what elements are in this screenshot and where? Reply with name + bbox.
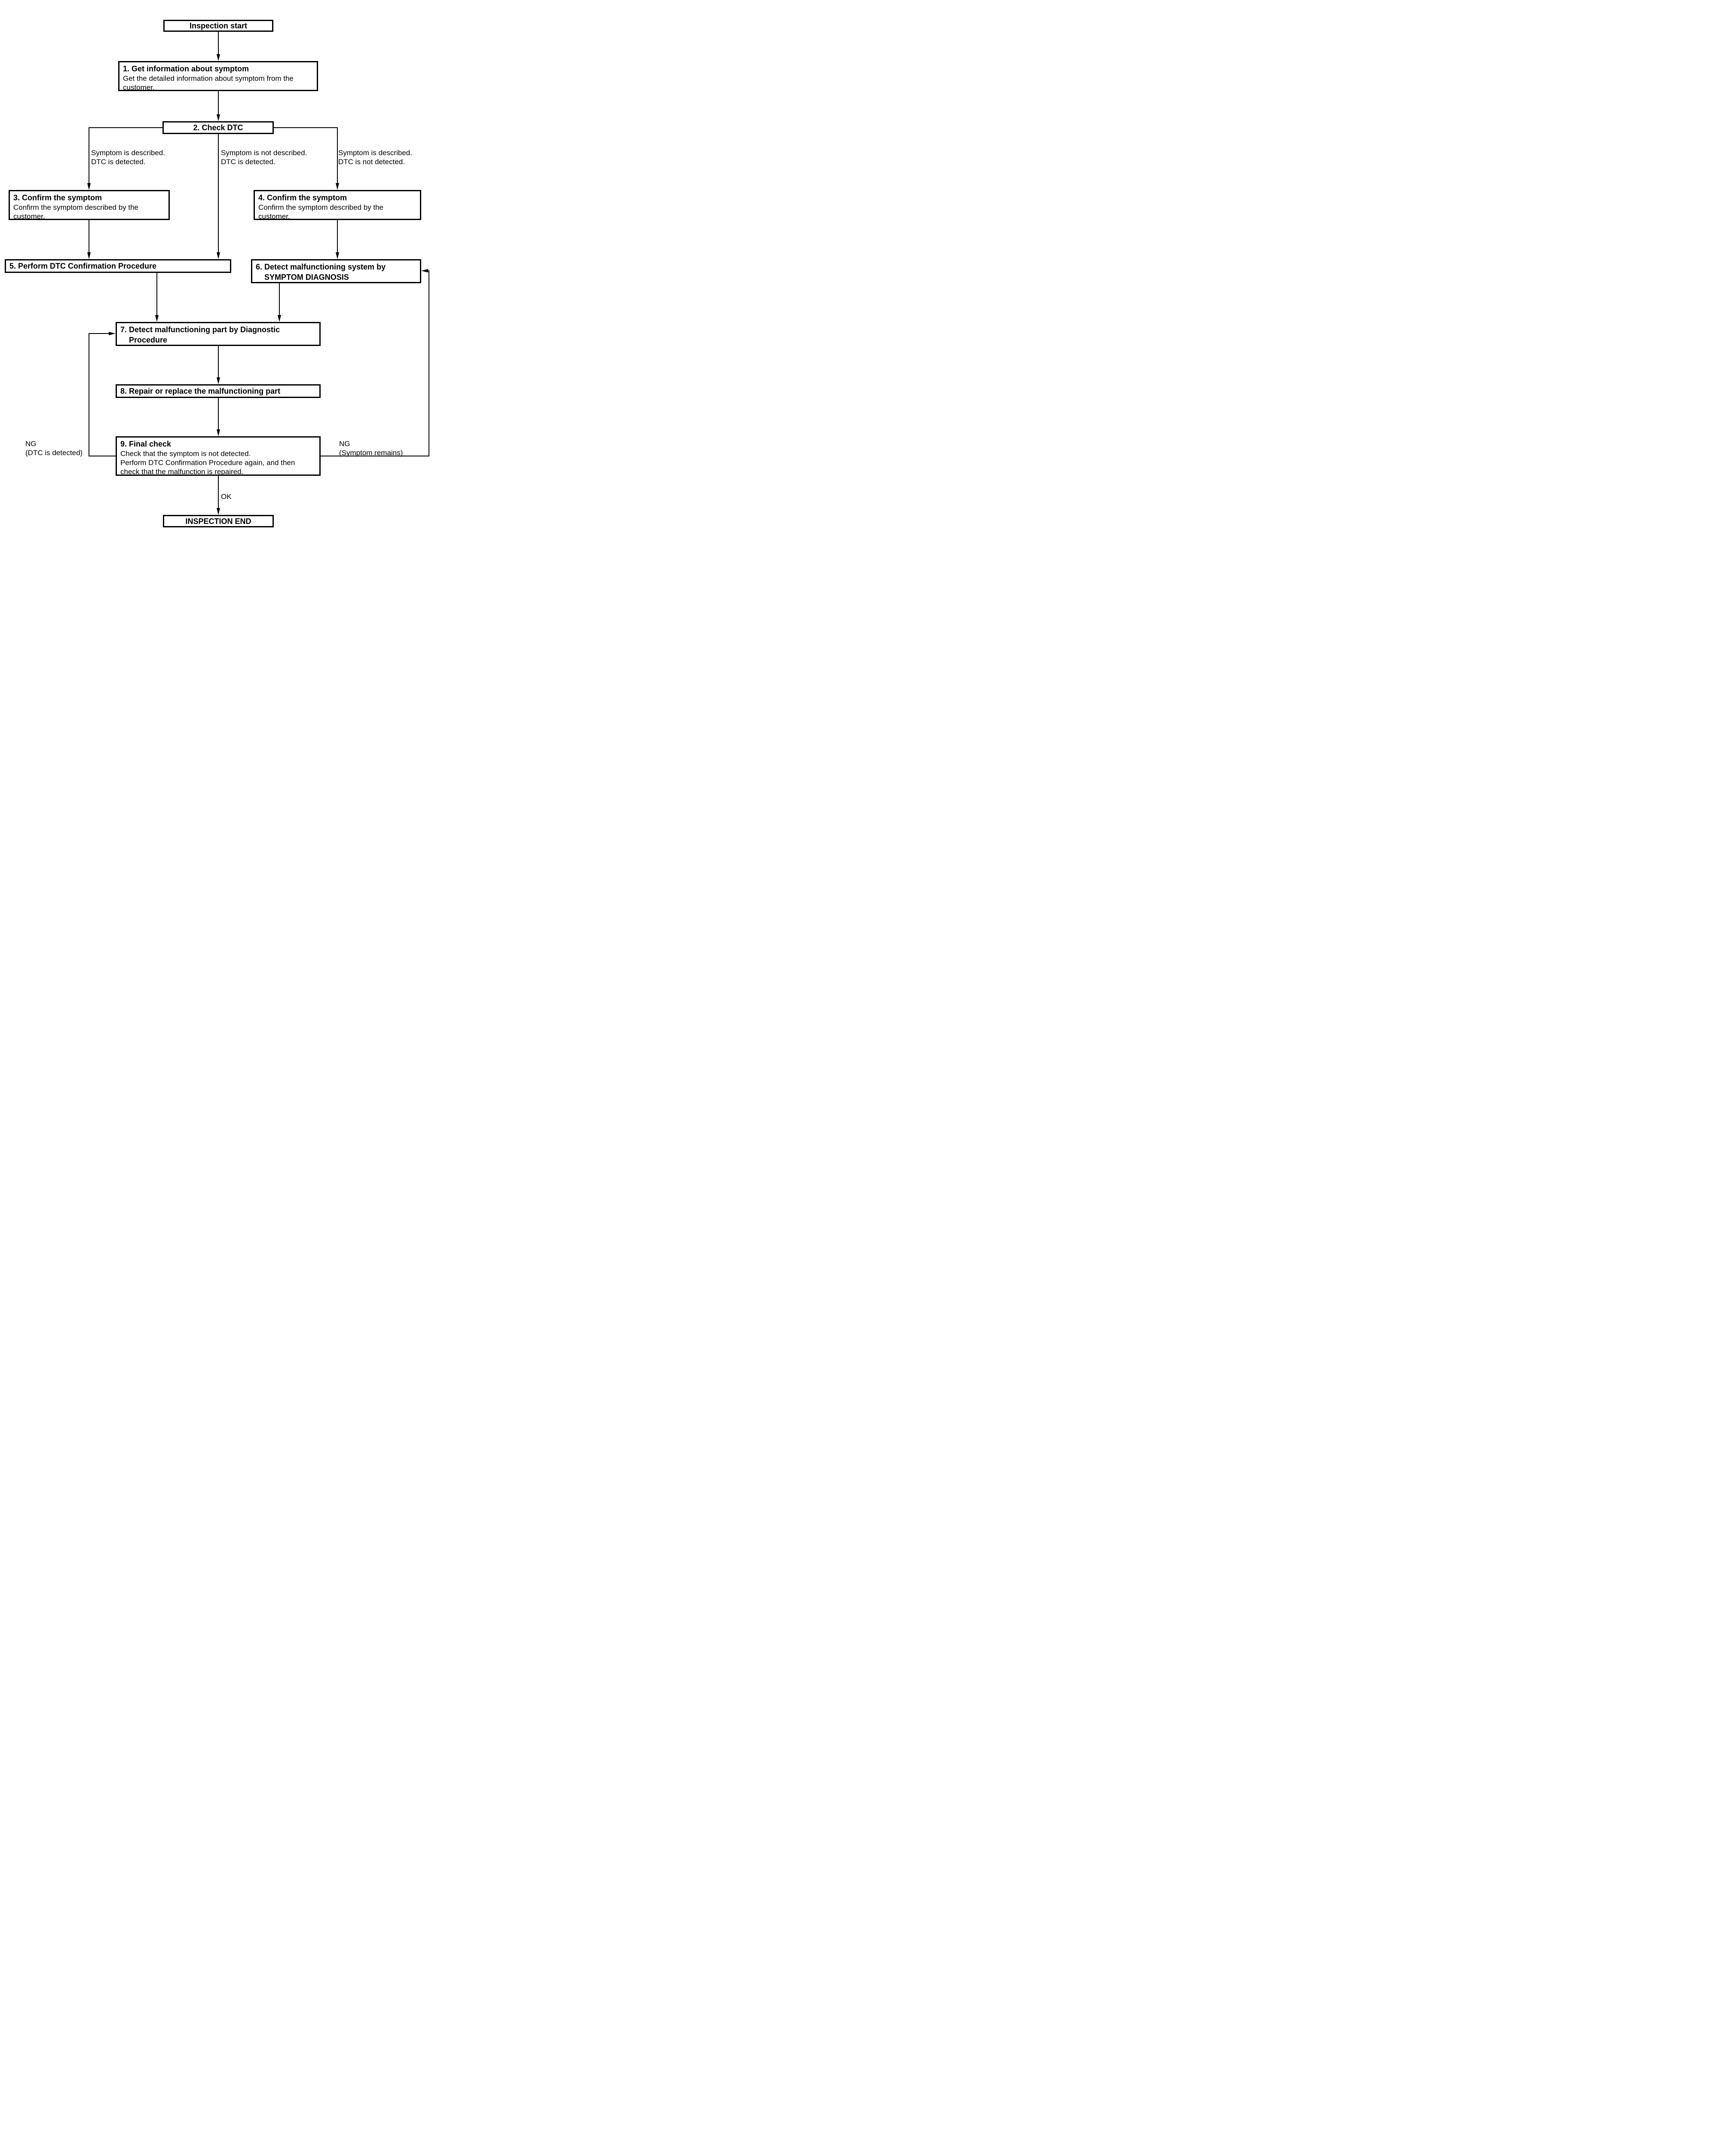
flowchart-canvas: Inspection start 1. Get information abou… xyxy=(0,0,434,588)
node-step-4-title: 4. Confirm the symptom xyxy=(258,193,347,202)
edge-step1-to-step2-arrowhead xyxy=(217,114,220,121)
branch-label-middle: Symptom is not described. DTC is detecte… xyxy=(221,149,307,166)
edge-step6-to-step7-arrowhead xyxy=(278,315,281,322)
ng-label-right: NG (Symptom remains) xyxy=(339,440,403,457)
edge-ng-left-hline-top xyxy=(89,333,110,334)
edge-step5-to-step7-arrowhead xyxy=(155,315,159,322)
edge-step9-to-end-line xyxy=(218,476,219,509)
node-step-3: 3. Confirm the symptom Confirm the sympt… xyxy=(9,190,170,220)
node-step-7: 7. Detect malfunctioning part by Diagnos… xyxy=(116,322,321,346)
edge-ng-left-arrowhead xyxy=(109,332,116,335)
node-step-1: 1. Get information about symptom Get the… xyxy=(118,61,318,92)
node-inspection-start: Inspection start xyxy=(163,20,273,32)
branch-label-left: Symptom is described. DTC is detected. xyxy=(91,149,165,166)
node-step-7-title: 7. Detect malfunctioning part by Diagnos… xyxy=(120,325,280,344)
edge-step2-to-step4-hline xyxy=(274,127,338,128)
node-inspection-end: INSPECTION END xyxy=(163,515,274,527)
node-step-8-title: 8. Repair or replace the malfunctioning … xyxy=(120,387,281,395)
node-step-9-body: Check that the symptom is not detected. … xyxy=(120,450,295,476)
node-step-9-title: 9. Final check xyxy=(120,440,171,448)
node-step-1-body: Get the detailed information about sympt… xyxy=(123,74,294,92)
node-step-3-body: Confirm the symptom described by the cus… xyxy=(13,203,139,220)
edge-step2-to-step4-vline xyxy=(337,127,338,184)
node-step-5: 5. Perform DTC Confirmation Procedure xyxy=(5,259,231,273)
edge-start-to-step1-line xyxy=(218,32,219,55)
edge-step4-to-step6-line xyxy=(337,220,338,253)
edge-step3-to-step5-arrowhead xyxy=(87,252,91,259)
branch-label-right: Symptom is described. DTC is not detecte… xyxy=(338,149,412,166)
node-inspection-end-label: INSPECTION END xyxy=(185,517,251,526)
edge-step7-to-step8-arrowhead xyxy=(217,377,220,384)
edge-step2-to-step4-arrowhead xyxy=(336,183,339,190)
edge-ng-right-arrowhead xyxy=(421,269,428,272)
edge-step2-to-step5-arrowhead xyxy=(217,252,220,259)
node-step-4: 4. Confirm the symptom Confirm the sympt… xyxy=(254,190,421,220)
node-step-1-title: 1. Get information about symptom xyxy=(123,64,249,73)
edge-start-to-step1-arrowhead xyxy=(217,54,220,61)
edge-step8-to-step9-arrowhead xyxy=(217,429,220,436)
node-step-8: 8. Repair or replace the malfunctioning … xyxy=(116,384,321,398)
edge-step1-to-step2-line xyxy=(218,91,219,115)
node-step-5-title: 5. Perform DTC Confirmation Procedure xyxy=(9,262,157,270)
edge-step4-to-step6-arrowhead xyxy=(336,252,339,259)
edge-ng-right-hline-top xyxy=(427,270,429,271)
edge-step2-to-step3-hline xyxy=(89,127,162,128)
edge-step6-to-step7-line xyxy=(279,283,280,316)
edge-step7-to-step8-line xyxy=(218,346,219,378)
node-step-2-title: 2. Check DTC xyxy=(193,123,243,132)
node-step-6: 6. Detect malfunctioning system by SYMPT… xyxy=(251,259,421,283)
edge-step2-to-step3-arrowhead xyxy=(87,183,91,190)
node-step-9: 9. Final check Check that the symptom is… xyxy=(116,436,321,476)
edge-step9-to-end-arrowhead xyxy=(217,508,220,515)
edge-step8-to-step9-line xyxy=(218,398,219,430)
node-step-4-body: Confirm the symptom described by the cus… xyxy=(258,203,384,220)
node-inspection-start-label: Inspection start xyxy=(189,21,248,30)
node-step-2: 2. Check DTC xyxy=(162,121,274,134)
edge-step5-to-step7-line xyxy=(156,273,157,316)
ng-label-left: NG (DTC is detected) xyxy=(25,440,83,457)
node-step-6-title: 6. Detect malfunctioning system by SYMPT… xyxy=(256,263,386,282)
node-step-3-title: 3. Confirm the symptom xyxy=(13,193,102,202)
edge-step2-to-step5-line xyxy=(218,134,219,253)
ok-label: OK xyxy=(221,493,232,501)
